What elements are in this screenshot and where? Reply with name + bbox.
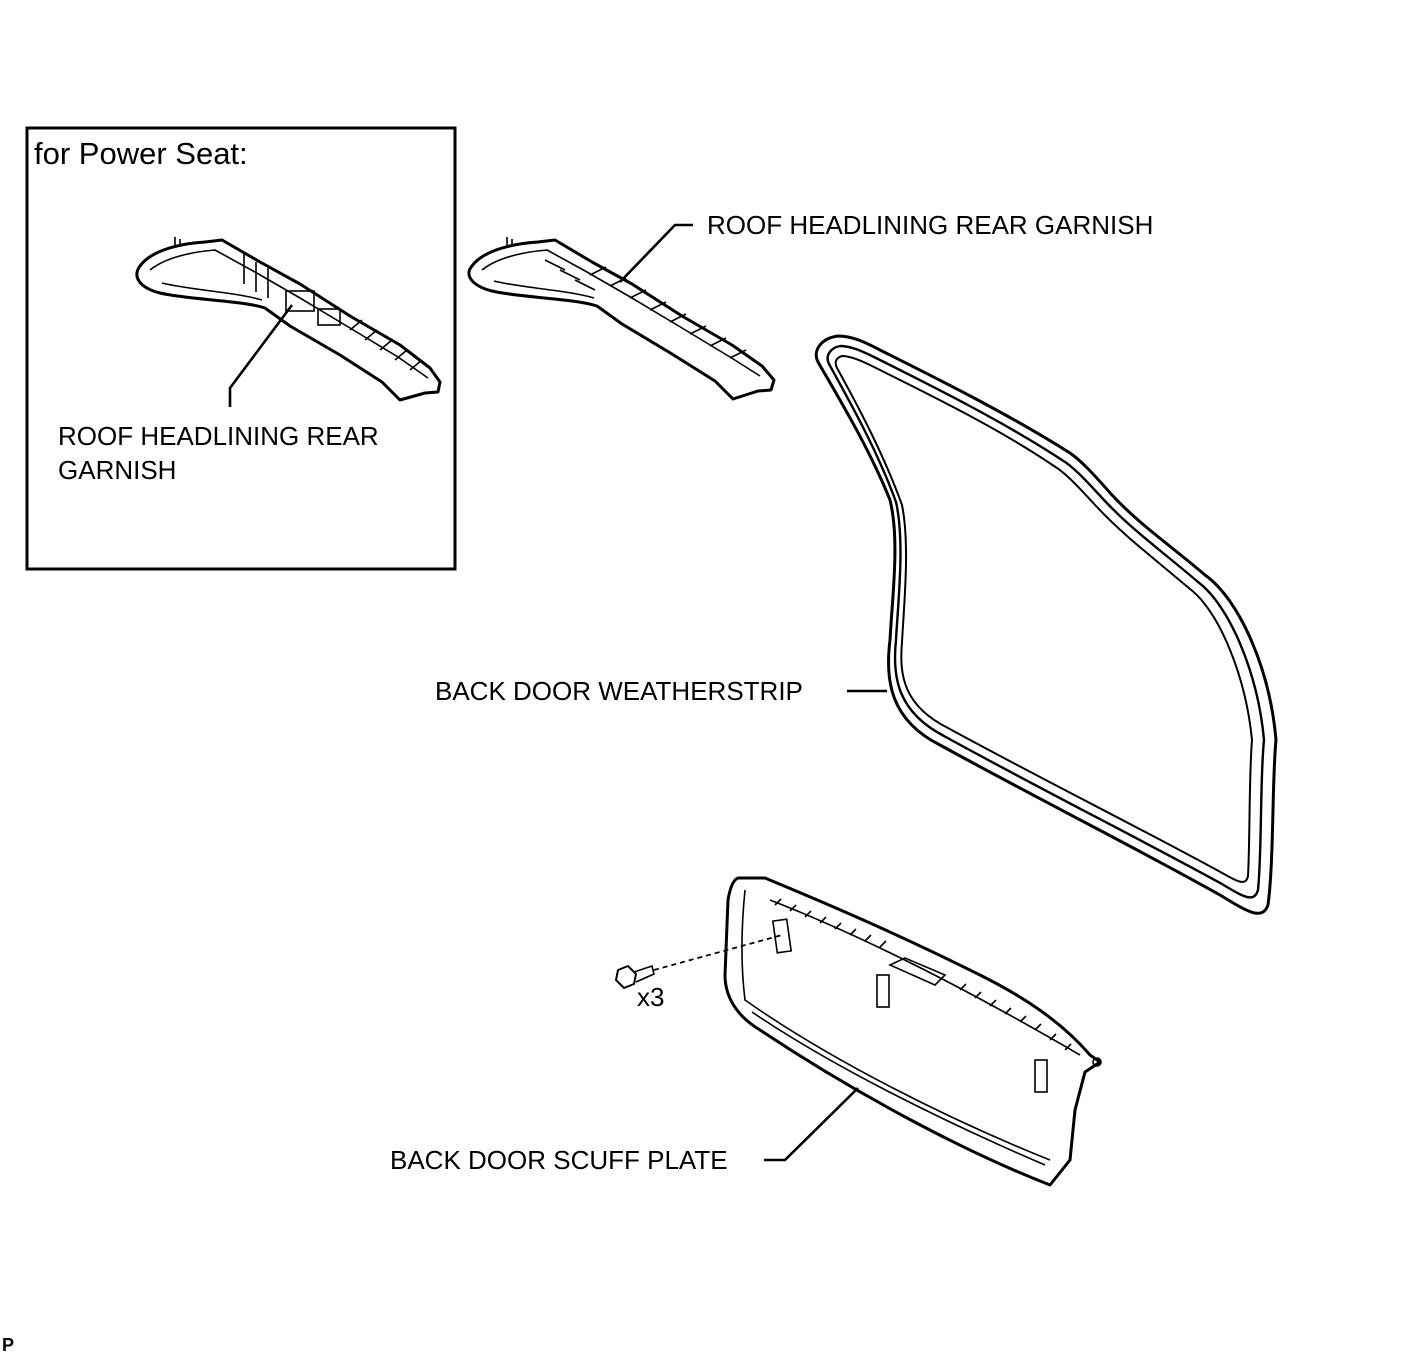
inset-garnish-label-line2: GARNISH [58,455,177,485]
inset-title: for Power Seat: [34,136,248,171]
scuff-plate-label: BACK DOOR SCUFF PLATE [390,1145,728,1175]
inset-garnish-label-line1: ROOF HEADLINING REAR [58,421,379,451]
bolt-quantity-label: x3 [637,982,665,1012]
inset-roof-garnish-part [135,237,442,402]
roof-garnish-leader [619,223,693,283]
inset-frame [25,126,457,571]
roof-headlining-rear-garnish-part [467,237,776,401]
inset-garnish-leader [228,304,294,407]
bolt-icon [615,964,655,989]
roof-garnish-label: ROOF HEADLINING REAR GARNISH [707,210,1154,240]
corner-mark: P [2,1335,15,1355]
back-door-scuff-plate-part [723,876,1102,1187]
weatherstrip-label: BACK DOOR WEATHERSTRIP [435,676,803,706]
scuff-plate-leader [764,1087,859,1162]
bolt-dashed-line [653,934,783,971]
back-door-weatherstrip-part [814,334,1278,915]
